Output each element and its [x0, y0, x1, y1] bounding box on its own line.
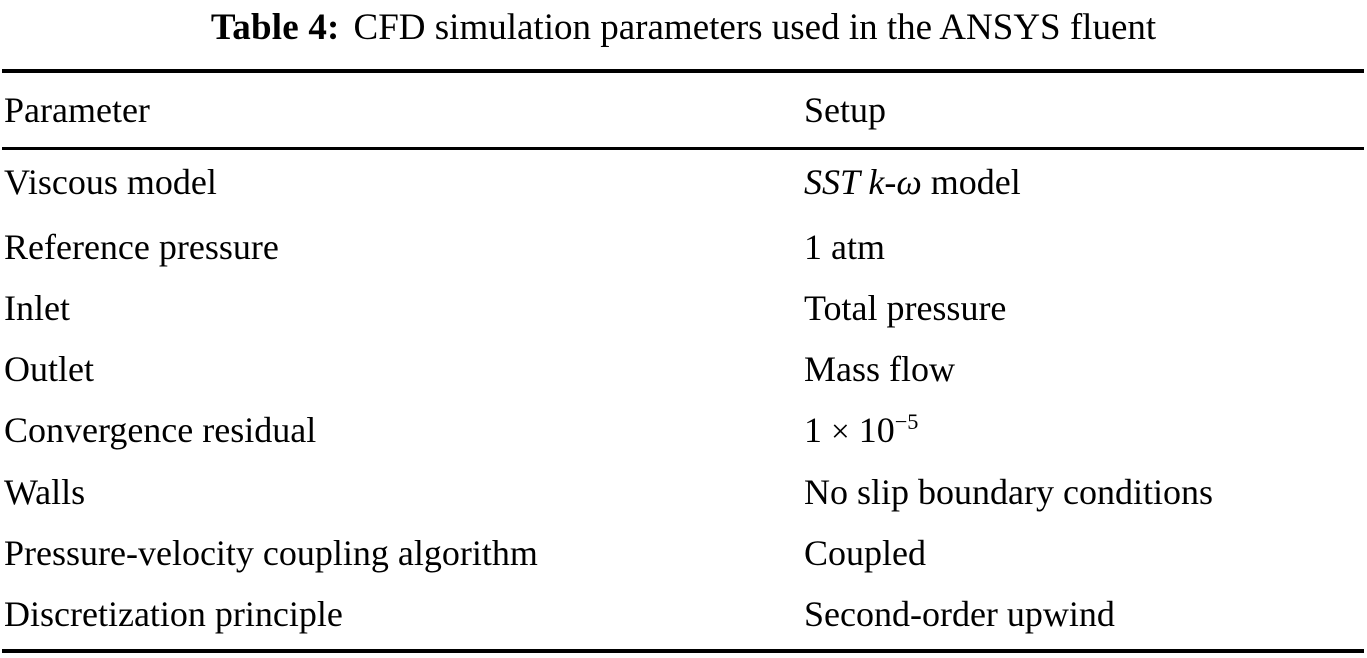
cell-setup: Total pressure — [804, 288, 1007, 328]
table-row: Discretization principle Second-order upw… — [0, 584, 1367, 645]
table-header-row: Parameter Setup — [0, 73, 1367, 147]
cell-setup: 1 × 10−5 — [804, 409, 919, 450]
cell-parameter: Convergence residual — [4, 410, 317, 450]
table-row: Convergence residual 1 × 10−5 — [0, 400, 1367, 462]
cell-parameter: Discretization principle — [4, 594, 343, 634]
cell-parameter: Viscous model — [4, 162, 217, 202]
cell-setup: Coupled — [804, 533, 926, 573]
cell-setup: 1 atm — [804, 227, 885, 267]
cell-parameter: Outlet — [4, 349, 94, 389]
table-row: Viscous model SST k-ω model — [0, 147, 1367, 217]
cell-parameter: Inlet — [4, 288, 70, 328]
table-row: Outlet Mass flow — [0, 339, 1367, 400]
table-caption-label: Table 4: — [210, 7, 340, 48]
cell-setup: No slip boundary conditions — [804, 472, 1213, 512]
table-rule-bottom — [2, 649, 1364, 653]
cell-parameter: Walls — [4, 472, 86, 512]
column-header-setup: Setup — [804, 90, 887, 130]
cell-parameter: Pressure-velocity coupling algorithm — [4, 533, 538, 573]
table-rule-top — [2, 69, 1364, 73]
column-header-parameter: Parameter — [4, 90, 150, 130]
table-caption: Table 4: CFD simulation parameters used … — [0, 0, 1367, 56]
table-head: Parameter Setup — [0, 73, 1367, 147]
parameters-table: Parameter Setup Viscous model SST k-ω mod… — [0, 73, 1367, 645]
cell-parameter: Reference pressure — [4, 227, 279, 267]
table-row: Reference pressure 1 atm — [0, 217, 1367, 278]
table-row: Pressure-velocity coupling algorithm Coup… — [0, 523, 1367, 584]
cell-setup: Second-order upwind — [804, 594, 1115, 634]
table-row: Inlet Total pressure — [0, 278, 1367, 339]
table-row: Walls No slip boundary conditions — [0, 462, 1367, 523]
table-caption-text: CFD simulation parameters used in the AN… — [353, 7, 1157, 48]
cell-setup: SST k-ω model — [804, 162, 1021, 202]
cell-setup: Mass flow — [804, 349, 955, 389]
table-rule-header — [2, 147, 1364, 150]
